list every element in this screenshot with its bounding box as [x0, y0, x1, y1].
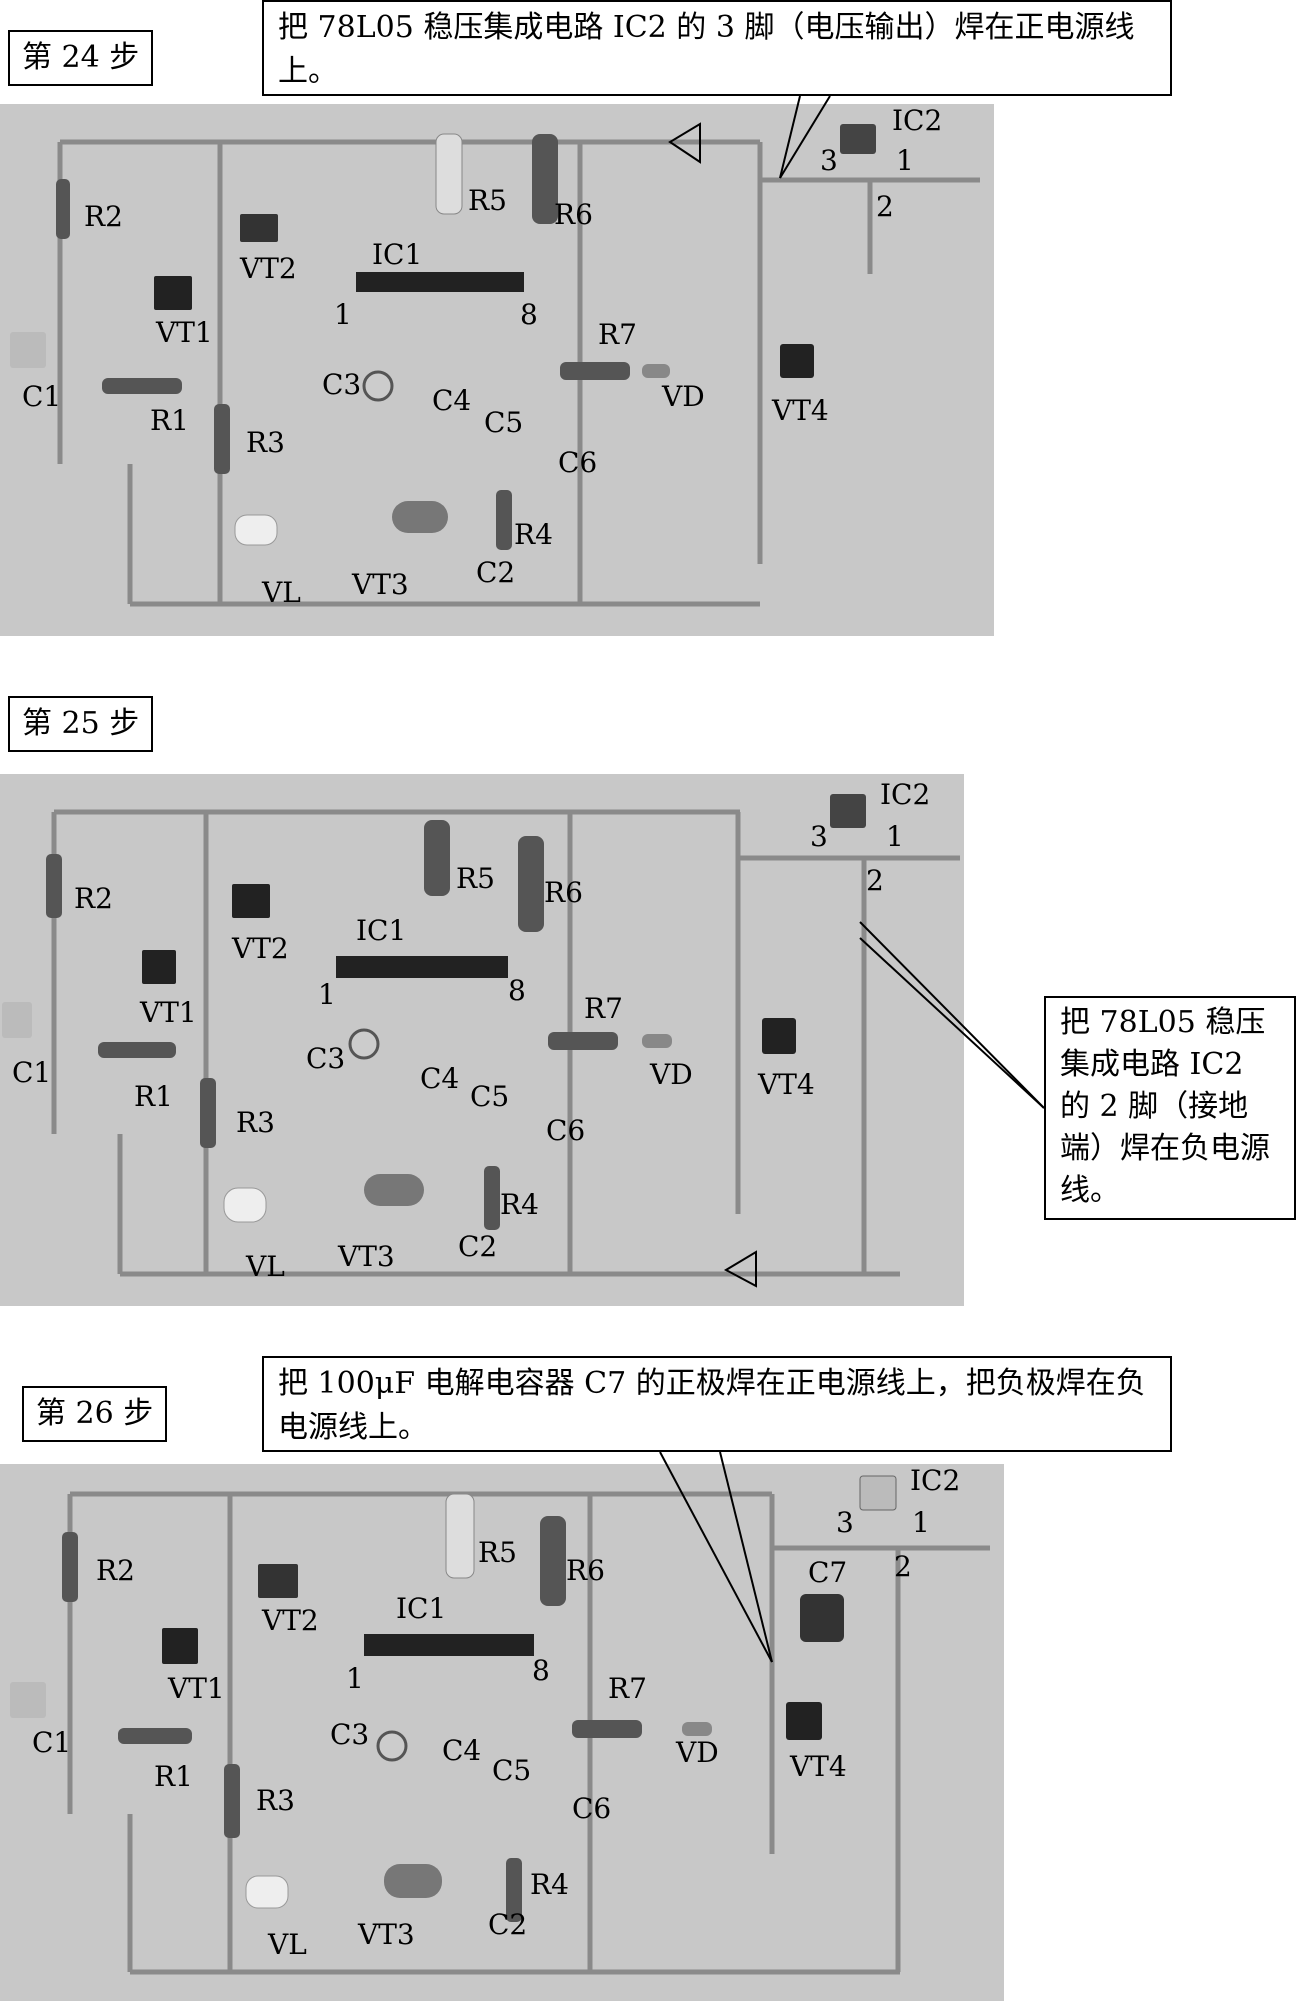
step-25-label-pin8: 8 — [508, 974, 526, 1007]
step-24-label-IC1: IC1 — [372, 238, 423, 271]
step-26-label-R3: R3 — [256, 1784, 295, 1817]
step-24-label-R6: R6 — [554, 198, 593, 231]
step-25-label-C6: C6 — [546, 1114, 586, 1147]
step-25-label-VD: VD — [650, 1058, 693, 1091]
step-24-label-R7: R7 — [598, 318, 637, 351]
step-26-label-R6: R6 — [566, 1554, 605, 1587]
step-26-label-R4: R4 — [530, 1868, 569, 1901]
step-25-label-ic2-pin3: 3 — [810, 820, 828, 853]
step-26-label-C7: C7 — [808, 1556, 848, 1589]
step-24-label-VD: VD — [662, 380, 705, 413]
step-26-label-VT2: VT2 — [262, 1604, 319, 1637]
step-26-label-R2: R2 — [96, 1554, 135, 1587]
step-24-label-VT1: VT1 — [156, 316, 213, 349]
step-24-label-VT2: VT2 — [240, 252, 297, 285]
step-25-label-C4: C4 — [420, 1062, 460, 1095]
step-25-label-ic2-pin2: 2 — [866, 864, 884, 897]
step-25-label-VT1: VT1 — [140, 996, 197, 1029]
step-25-label-VL: VL — [246, 1250, 285, 1283]
step-26-label-C5: C5 — [492, 1754, 532, 1787]
step-26-photo — [0, 1464, 1004, 2001]
step-25-label-R5: R5 — [456, 862, 495, 895]
step-25-label-IC1: IC1 — [356, 914, 407, 947]
step-24-label-C5: C5 — [484, 406, 524, 439]
step-26-label-C3: C3 — [330, 1718, 370, 1751]
step-24-label-VT3: VT3 — [352, 568, 409, 601]
step-26-label-R5: R5 — [478, 1536, 517, 1569]
step-26-label-VT4: VT4 — [790, 1750, 847, 1783]
step-24-label-ic2-pin3: 3 — [820, 144, 838, 177]
step-26-label-R1: R1 — [154, 1760, 193, 1793]
step-25-label-R4: R4 — [500, 1188, 539, 1221]
step-24-label-pin8: 8 — [520, 298, 538, 331]
step-25-label: 第 25 步 — [8, 696, 154, 752]
step-26-label-IC1: IC1 — [396, 1592, 447, 1625]
step-24-label: 第 24 步 — [8, 30, 154, 86]
step-24-label-R5: R5 — [468, 184, 507, 217]
step-24-label-C6: C6 — [558, 446, 598, 479]
step-24-label-C1: C1 — [22, 380, 62, 413]
step-26-label-VL: VL — [268, 1928, 307, 1961]
step-25-label-C5: C5 — [470, 1080, 510, 1113]
step-26-label-VT1: VT1 — [168, 1672, 225, 1705]
step-24-label-C4: C4 — [432, 384, 472, 417]
step-25-label-VT3: VT3 — [338, 1240, 395, 1273]
step-24-label-ic2-pin2: 2 — [876, 190, 894, 223]
step-26-label-VT3: VT3 — [358, 1918, 415, 1951]
step-24-note: 把 78L05 稳压集成电路 IC2 的 3 脚（电压输出）焊在正电源线上。 — [262, 0, 1172, 96]
step-26-label-R7: R7 — [608, 1672, 647, 1705]
step-25-label-C2: C2 — [458, 1230, 498, 1263]
step-25-label-pin1: 1 — [318, 978, 336, 1011]
step-24-label-C3: C3 — [322, 368, 362, 401]
step-26-label-VD: VD — [676, 1736, 719, 1769]
step-25-board-drawing — [2, 794, 960, 1288]
step-24-label-R1: R1 — [150, 404, 189, 437]
step-26-label-ic2-pin2: 2 — [894, 1550, 912, 1583]
step-26-label-ic2-pin1: 1 — [912, 1506, 930, 1539]
step-24-label-R2: R2 — [84, 200, 123, 233]
step-26-label-IC2: IC2 — [910, 1464, 961, 1497]
step-25-label-R7: R7 — [584, 992, 623, 1025]
step-24-label-ic2-pin1: 1 — [896, 144, 914, 177]
step-24-label-VL: VL — [262, 576, 301, 609]
step-25-label-IC2: IC2 — [880, 778, 931, 811]
step-24-label-pin1: 1 — [334, 298, 352, 331]
step-24-label-R3: R3 — [246, 426, 285, 459]
step-26-label-C6: C6 — [572, 1792, 612, 1825]
step-26-label: 第 26 步 — [22, 1386, 168, 1442]
step-25-label-R3: R3 — [236, 1106, 275, 1139]
step-25-label-R6: R6 — [544, 876, 583, 909]
step-26-note: 把 100μF 电解电容器 C7 的正极焊在正电源线上，把负极焊在负电源线上。 — [262, 1356, 1172, 1452]
step-25-note: 把 78L05 稳压集成电路 IC2 的 2 脚（接地端）焊在负电源线。 — [1044, 996, 1296, 1220]
step-26-label-pin8: 8 — [532, 1654, 550, 1687]
step-25-label-R1: R1 — [134, 1080, 173, 1113]
step-24-photo — [0, 104, 994, 636]
step-26-label-pin1: 1 — [346, 1662, 364, 1695]
step-26-label-C1: C1 — [32, 1726, 72, 1759]
step-24-label-VT4: VT4 — [772, 394, 829, 427]
step-26-label-C4: C4 — [442, 1734, 482, 1767]
step-25-label-ic2-pin1: 1 — [886, 820, 904, 853]
step-25-label-VT2: VT2 — [232, 932, 289, 965]
step-24-label-R4: R4 — [514, 518, 553, 551]
step-25-label-R2: R2 — [74, 882, 113, 915]
step-25-label-C1: C1 — [12, 1056, 52, 1089]
step-25-label-VT4: VT4 — [758, 1068, 815, 1101]
step-24-label-IC2: IC2 — [892, 104, 943, 137]
step-24-label-C2: C2 — [476, 556, 516, 589]
step-26-label-C2: C2 — [488, 1908, 528, 1941]
step-26-label-ic2-pin3: 3 — [836, 1506, 854, 1539]
step-24-board-drawing — [10, 122, 980, 607]
step-26-board-drawing — [10, 1475, 990, 1975]
step-25-photo — [0, 774, 964, 1306]
step-25-label-C3: C3 — [306, 1042, 346, 1075]
